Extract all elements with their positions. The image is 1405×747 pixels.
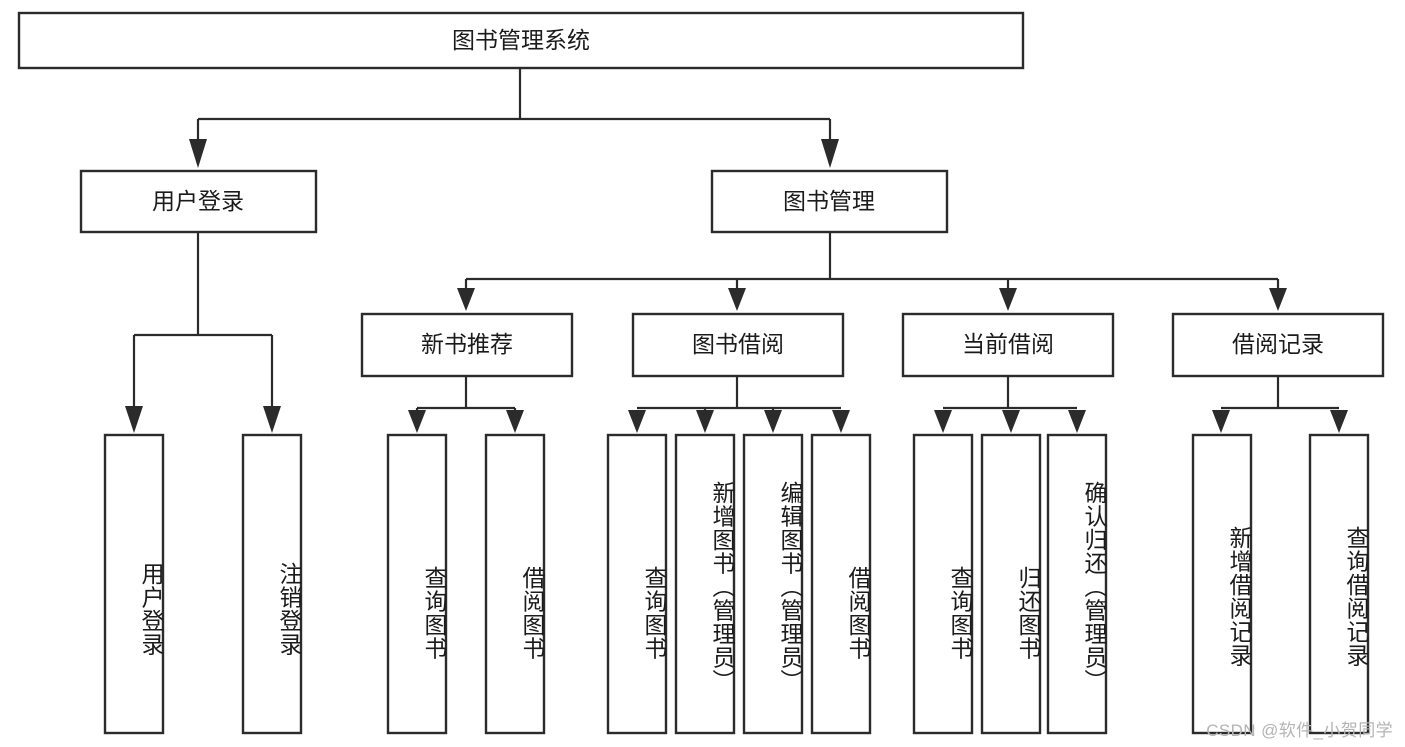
arrow-head-leaf-add-book xyxy=(696,410,714,433)
arrow-head-leaf-query-book-1 xyxy=(408,410,426,433)
connector-borrow-record-to-leaves xyxy=(1212,377,1348,433)
node-box-leaf-logout[interactable] xyxy=(241,433,303,735)
arrow-head-leaf-return-book xyxy=(1002,410,1020,433)
node-box-leaf-edit-book[interactable] xyxy=(742,433,804,735)
node-box-leaf-return-book[interactable] xyxy=(980,433,1042,735)
csdn-watermark: CSDN @软件_小贺同学 xyxy=(1206,721,1393,740)
node-box-leaf-add-book[interactable] xyxy=(674,433,736,735)
arrow-head-leaf-logout xyxy=(263,406,281,433)
node-box-leaf-query-record[interactable] xyxy=(1308,433,1370,735)
arrow-head-new-book-recommend xyxy=(457,288,475,311)
connector-new-book-recommend-to-leaves xyxy=(408,377,524,433)
node-label-current-borrow: 当前借阅 xyxy=(962,331,1054,357)
node-box-leaf-user-login[interactable] xyxy=(103,433,165,735)
node-box-root[interactable] xyxy=(17,11,1025,70)
node-box-leaf-add-record[interactable] xyxy=(1191,433,1253,735)
node-box-leaf-query-book-3[interactable] xyxy=(912,433,974,735)
node-box-leaf-confirm-return[interactable] xyxy=(1046,433,1108,735)
arrow-head-leaf-query-book-3 xyxy=(934,410,952,433)
connector-book-borrow-to-leaves xyxy=(628,377,850,433)
node-box-leaf-query-book-2[interactable] xyxy=(606,433,668,735)
node-label-user-login: 用户登录 xyxy=(152,188,244,214)
node-label-book-manage: 图书管理 xyxy=(783,188,875,214)
node-label-borrow-record: 借阅记录 xyxy=(1232,331,1324,357)
arrow-head-leaf-borrow-book-1 xyxy=(506,410,524,433)
arrow-head-book-manage xyxy=(821,139,839,168)
node-box-book-manage[interactable] xyxy=(710,169,949,234)
arrow-head-leaf-add-record xyxy=(1212,410,1230,433)
arrow-head-leaf-confirm-return xyxy=(1068,410,1086,433)
arrow-head-user-login xyxy=(189,139,207,168)
arrow-head-leaf-query-record xyxy=(1330,410,1348,433)
arrow-head-book-borrow xyxy=(728,288,746,311)
node-label-new-book-recommend: 新书推荐 xyxy=(421,331,513,357)
node-box-leaf-query-book-1[interactable] xyxy=(386,433,448,735)
node-box-current-borrow[interactable] xyxy=(901,312,1115,378)
node-box-leaf-borrow-book-2[interactable] xyxy=(810,433,872,735)
arrow-head-current-borrow xyxy=(999,288,1017,311)
node-box-new-book-recommend[interactable] xyxy=(360,312,574,378)
node-box-book-borrow[interactable] xyxy=(631,312,845,378)
arrow-head-borrow-record xyxy=(1269,288,1287,311)
node-label-root: 图书管理系统 xyxy=(452,27,590,53)
node-box-user-login[interactable] xyxy=(79,169,318,234)
arrow-head-leaf-borrow-book-2 xyxy=(832,410,850,433)
connector-root-to-level2 xyxy=(189,68,839,168)
node-label-book-borrow: 图书借阅 xyxy=(692,331,784,357)
connector-user-login-to-leaves xyxy=(125,232,281,433)
node-box-leaf-borrow-book-1[interactable] xyxy=(484,433,546,735)
node-box-borrow-record[interactable] xyxy=(1171,312,1385,378)
arrow-head-leaf-edit-book xyxy=(764,410,782,433)
connector-current-borrow-to-leaves xyxy=(934,377,1086,433)
arrow-head-leaf-query-book-2 xyxy=(628,410,646,433)
arrow-head-leaf-user-login xyxy=(125,406,143,433)
connector-book-manage-to-level3 xyxy=(457,232,1287,311)
